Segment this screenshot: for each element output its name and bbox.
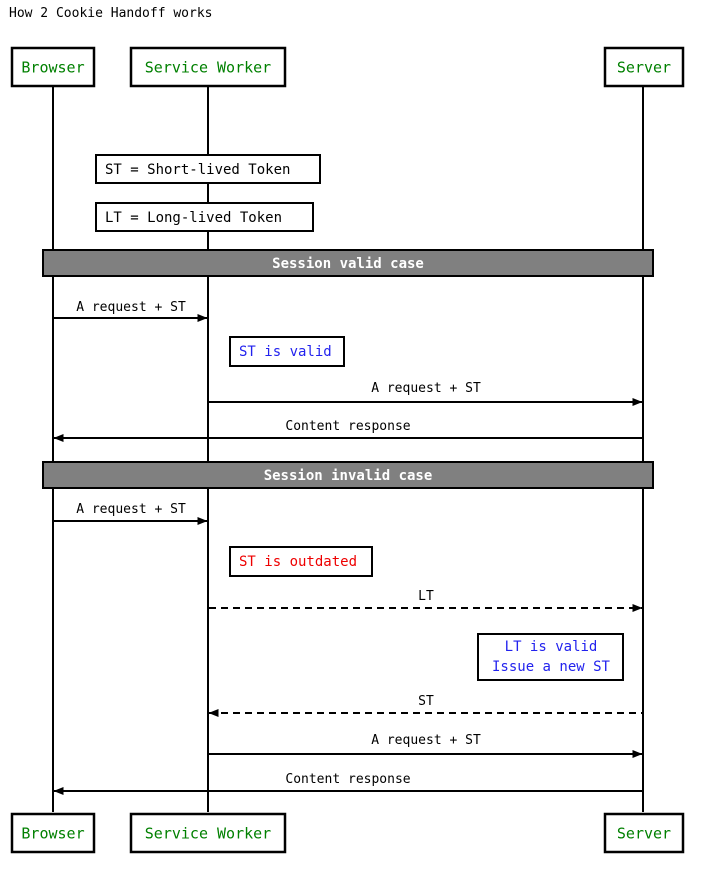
- message-label-st: ST: [418, 694, 434, 709]
- divider-label-session-valid: Session valid case: [272, 256, 424, 272]
- message-label-lt: LT: [418, 589, 434, 604]
- message-browser-to-worker-request-1: A request + ST: [54, 300, 208, 322]
- actor-box-browser-top: [10, 46, 96, 88]
- note-box-lt-valid: [477, 633, 624, 681]
- message-label-content-2: Content response: [285, 772, 410, 787]
- note-label-st-def: ST = Short-lived Token: [105, 162, 290, 178]
- message-worker-to-server-lt: LT: [209, 589, 643, 612]
- note-box-st-outdated: [229, 546, 373, 577]
- note-box-st-def: [95, 154, 321, 184]
- actor-label-server-bottom: Server: [617, 825, 671, 843]
- note-short-lived-token: ST = Short-lived Token: [95, 154, 321, 184]
- actor-browser-bottom[interactable]: Browser: [10, 812, 96, 854]
- actor-worker-bottom[interactable]: Service Worker: [129, 812, 287, 854]
- message-browser-to-worker-request-3: A request + ST: [54, 502, 208, 525]
- actor-box-server-top: [603, 46, 685, 88]
- actor-box-browser-bottom: [10, 812, 96, 854]
- actor-label-worker-bottom: Service Worker: [145, 825, 271, 843]
- note-label-st-valid: ST is valid: [239, 344, 332, 360]
- message-server-to-browser-content-1: Content response: [53, 419, 642, 442]
- divider-rect-session-valid: [42, 249, 654, 277]
- message-server-to-worker-st: ST: [208, 694, 642, 717]
- divider-rect-session-invalid: [42, 461, 654, 489]
- actor-box-server-bottom: [603, 812, 685, 854]
- message-label-request-st-4: A request + ST: [371, 733, 481, 748]
- actor-label-server-top: Server: [617, 59, 671, 77]
- note-label-lt-valid-line1: LT is valid: [505, 639, 598, 655]
- note-label-st-outdated: ST is outdated: [239, 554, 357, 570]
- note-lt-is-valid: LT is valid Issue a new ST: [477, 633, 624, 681]
- message-label-request-st-3: A request + ST: [76, 502, 186, 517]
- message-label-request-st-1: A request + ST: [76, 300, 186, 315]
- note-st-is-outdated: ST is outdated: [229, 546, 373, 577]
- divider-session-valid: Session valid case: [42, 249, 654, 277]
- message-worker-to-server-request-4: A request + ST: [209, 733, 643, 758]
- actor-browser-top[interactable]: Browser: [10, 46, 96, 88]
- actor-label-browser-top: Browser: [21, 59, 84, 77]
- note-long-lived-token: LT = Long-lived Token: [95, 202, 314, 232]
- divider-session-invalid: Session invalid case: [42, 461, 654, 489]
- message-worker-to-server-request-2: A request + ST: [209, 381, 643, 406]
- actor-box-worker-bottom: [129, 812, 287, 854]
- actor-server-top[interactable]: Server: [603, 46, 685, 88]
- note-label-lt-def: LT = Long-lived Token: [105, 210, 282, 226]
- page-title: How 2 Cookie Handoff works: [9, 6, 213, 21]
- divider-label-session-invalid: Session invalid case: [264, 468, 433, 484]
- message-server-to-browser-content-2: Content response: [53, 772, 642, 795]
- note-box-st-valid: [229, 336, 345, 367]
- message-label-content-1: Content response: [285, 419, 410, 434]
- actor-box-worker-top: [129, 46, 287, 88]
- actor-label-browser-bottom: Browser: [21, 825, 84, 843]
- actor-server-bottom[interactable]: Server: [603, 812, 685, 854]
- note-label-lt-valid-line2: Issue a new ST: [492, 659, 611, 675]
- note-st-is-valid: ST is valid: [229, 336, 345, 367]
- actor-worker-top[interactable]: Service Worker: [129, 46, 287, 88]
- message-label-request-st-2: A request + ST: [371, 381, 481, 396]
- actor-label-worker-top: Service Worker: [145, 59, 271, 77]
- note-box-lt-def: [95, 202, 314, 232]
